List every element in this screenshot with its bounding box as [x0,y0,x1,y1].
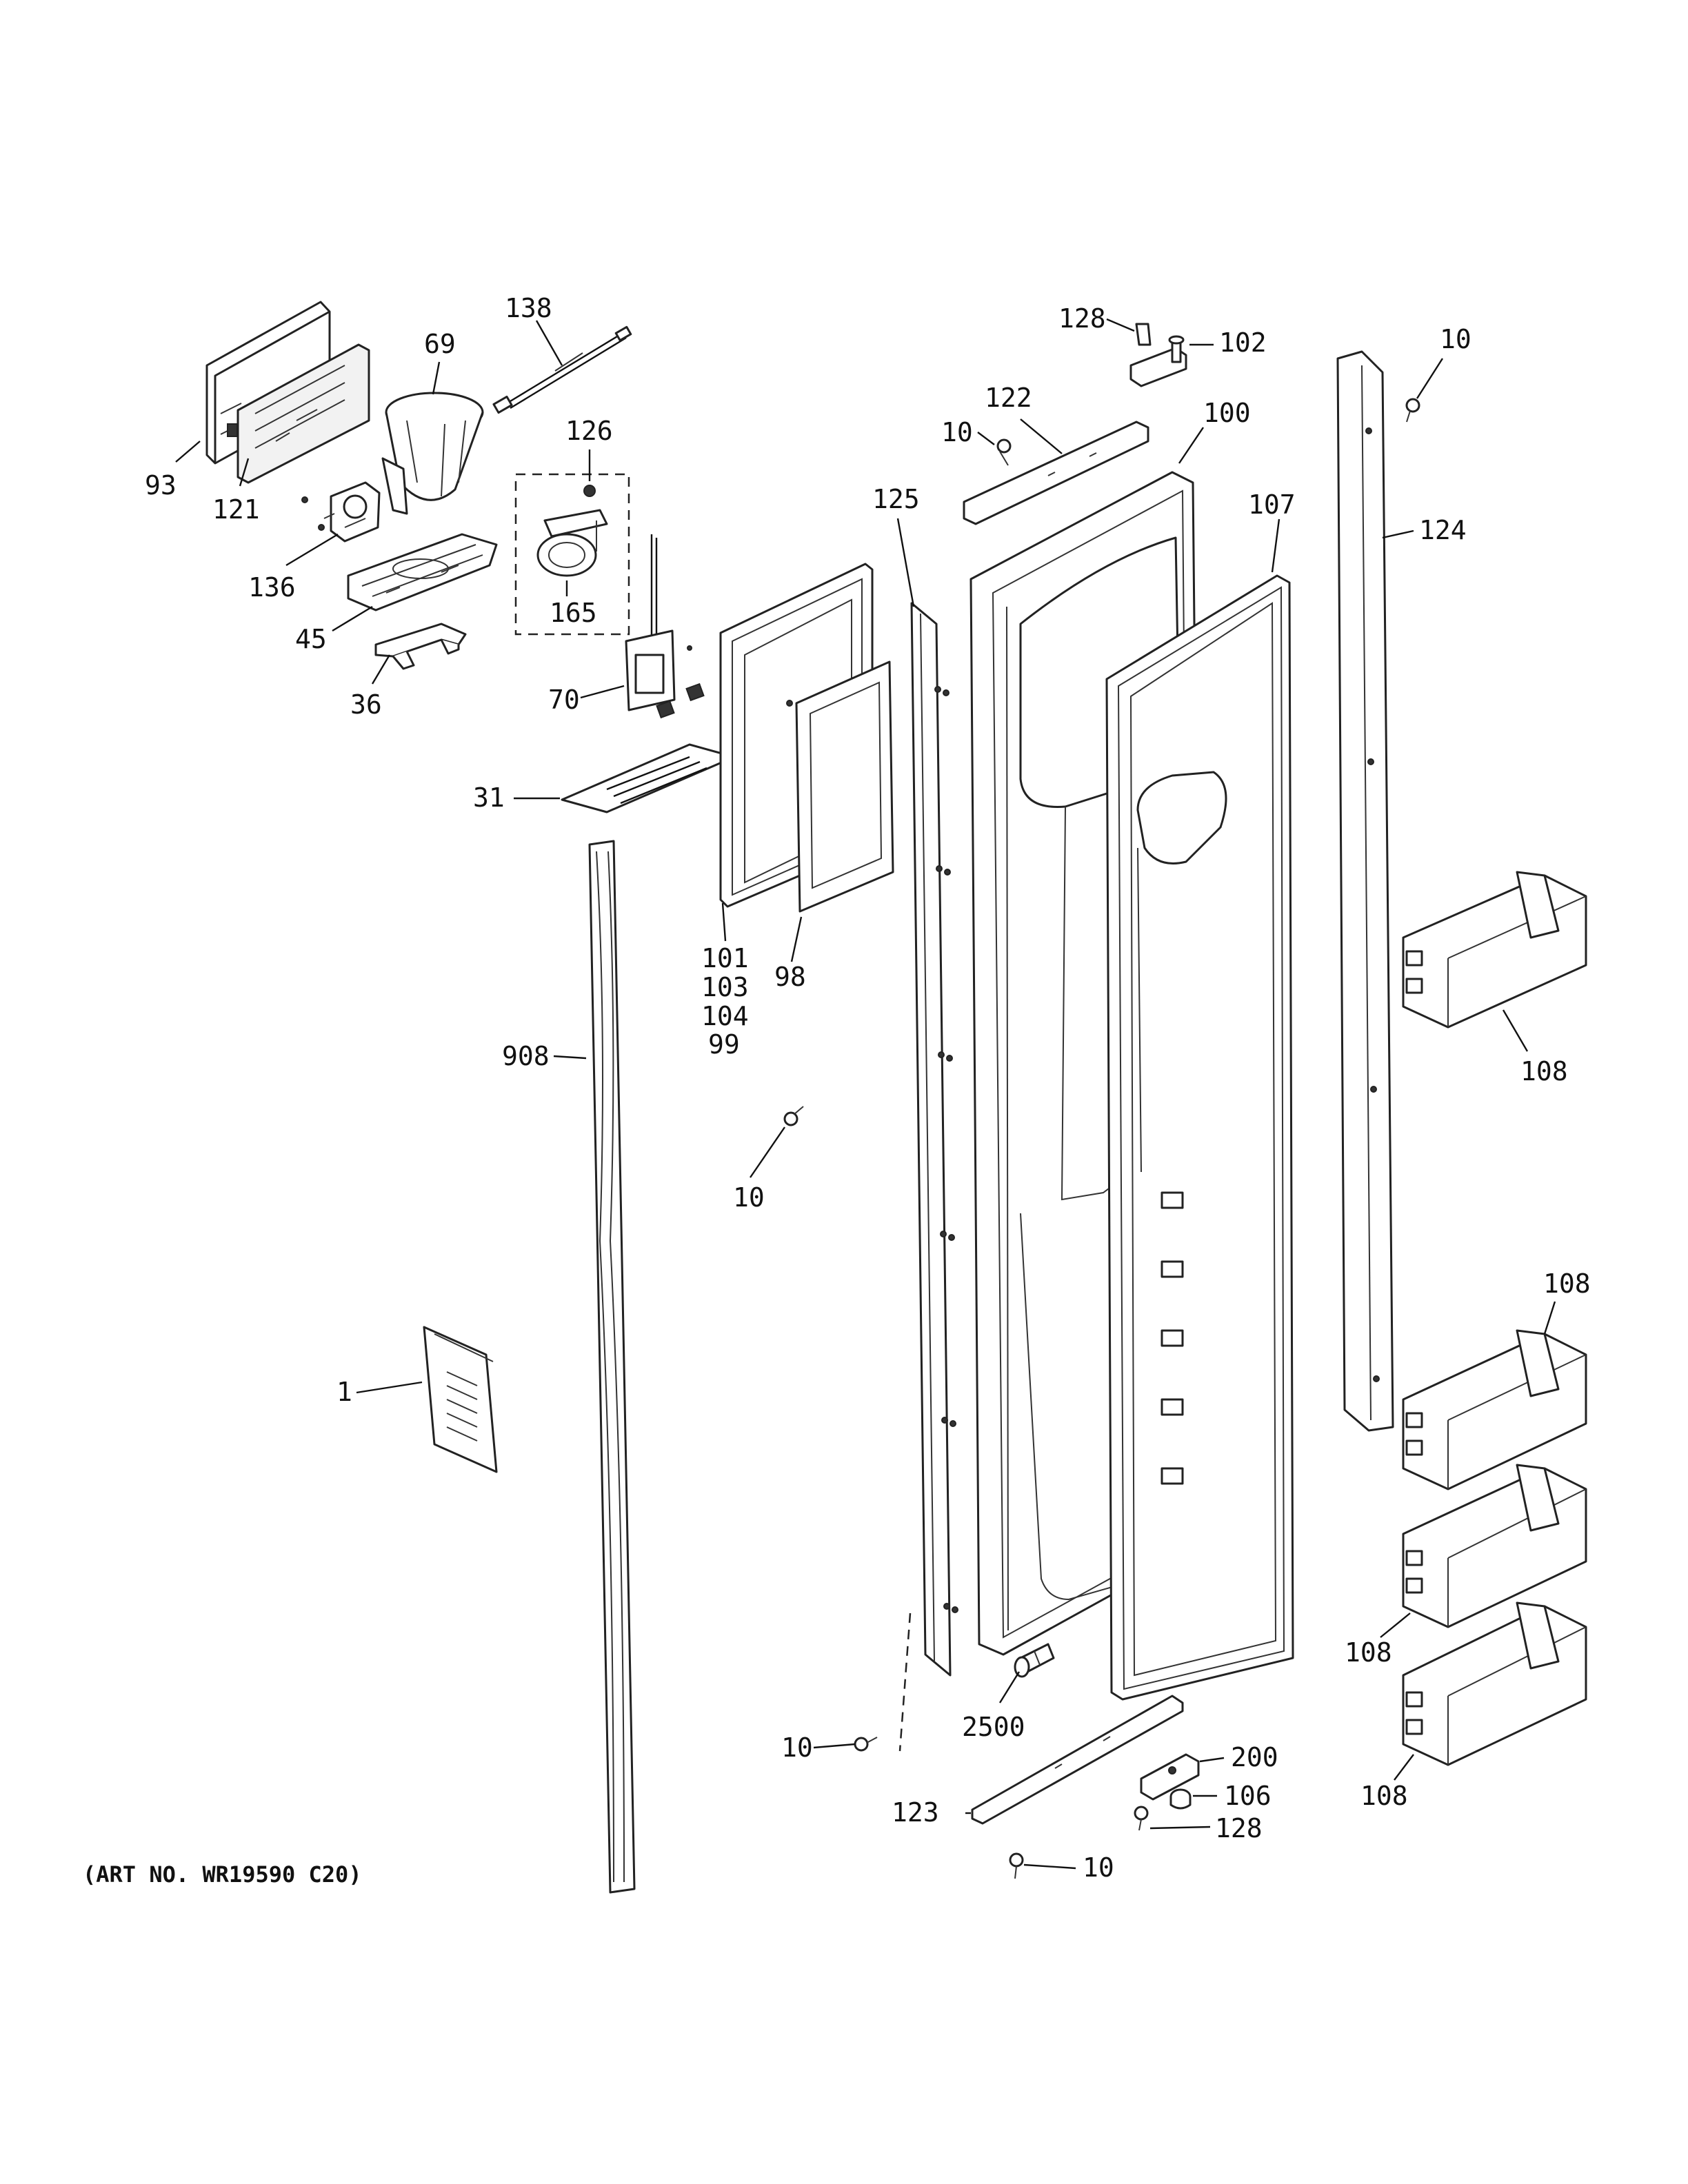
callout-93: 93 [145,470,177,501]
callout-98: 98 [774,962,806,992]
callout-123: 123 [892,1797,939,1828]
callout-126: 126 [565,416,613,446]
callout-106: 106 [1224,1781,1272,1811]
door-support-strip-part [898,602,958,1752]
top-hinge-part [963,323,1420,525]
callout-128-top: 128 [1058,303,1106,334]
wire-harness-part [492,325,632,414]
callout-10-mid: 10 [733,1182,765,1213]
callout-labels: 93 121 136 45 36 69 138 126 165 70 31 90… [145,293,1591,1883]
callout-69: 69 [424,329,456,359]
callout-1: 1 [336,1377,352,1407]
leader-lines [175,318,1556,1870]
callout-124: 124 [1419,515,1467,545]
dispenser-motor-part [301,481,381,543]
door-bin-part-1 [1402,871,1587,1029]
callout-108-d: 108 [1360,1781,1408,1811]
water-fitting-part [1014,1643,1055,1678]
callout-165: 165 [550,598,597,628]
callout-45: 45 [295,624,327,654]
callout-108-a: 108 [1520,1056,1568,1086]
door-bin-part-3 [1402,1464,1587,1628]
door-liner-part [1105,574,1294,1701]
owners-manual-part [423,1326,498,1473]
callout-10-topright: 10 [1440,324,1471,354]
dispenser-inner-frame-part [786,660,894,913]
callout-108-c: 108 [1345,1637,1392,1668]
control-board-part [205,301,370,484]
callout-31: 31 [473,782,505,813]
callout-100: 100 [1203,398,1251,428]
door-bin-part-4 [1402,1601,1587,1766]
dispenser-trim-part [561,743,736,813]
callout-121: 121 [212,494,260,525]
callout-122: 122 [985,383,1032,413]
callout-10-topleft: 10 [941,417,973,447]
callout-108-b: 108 [1543,1268,1591,1299]
door-edge-trim-part [1336,350,1394,1432]
dispenser-housing-part [347,533,498,611]
callout-125: 125 [872,484,920,514]
callout-200: 200 [1231,1742,1278,1772]
callout-36: 36 [350,689,382,720]
callout-107: 107 [1248,489,1296,520]
ice-chute-funnel-part [381,392,484,515]
callout-103: 103 [701,972,749,1002]
callout-2500: 2500 [962,1712,1025,1742]
callout-102: 102 [1219,327,1267,358]
door-bin-part-2 [1402,1329,1587,1490]
callout-70: 70 [548,685,580,715]
callout-101: 101 [701,943,749,973]
door-gasket-part [588,840,636,1894]
light-assembly-part [514,473,630,636]
callout-10-bottom: 10 [1083,1852,1114,1883]
callout-136: 136 [248,572,296,603]
dispenser-bracket-part [374,623,467,670]
callout-99: 99 [708,1029,740,1060]
callout-10-low: 10 [781,1732,813,1763]
bottom-hinge-part [783,1106,1200,1879]
callout-128-bottom: 128 [1215,1813,1263,1843]
callout-104: 104 [701,1001,749,1031]
callout-908: 908 [502,1041,550,1071]
callout-138: 138 [505,293,552,323]
art-number-label: (ART NO. WR19590 C20) [83,1861,362,1888]
switch-board-part [625,534,705,719]
